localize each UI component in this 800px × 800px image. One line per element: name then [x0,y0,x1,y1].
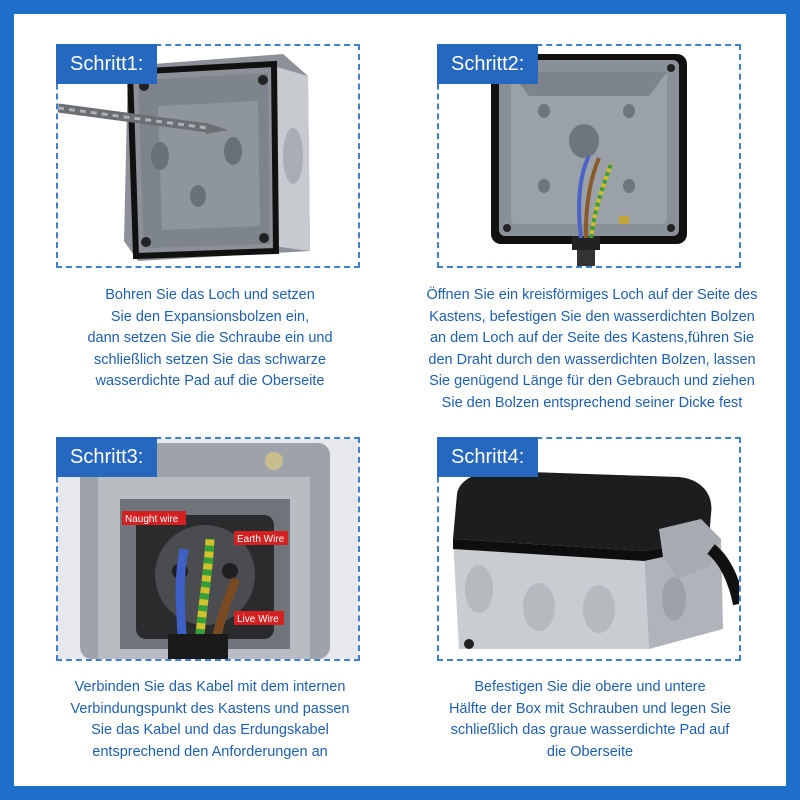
step1-image [56,44,360,268]
earth-wire-label: Earth Wire [237,534,285,545]
step3-badge: Schritt3: [56,437,158,477]
caption-line: entsprechend den Anforderungen an [92,743,328,760]
caption-line: Hälfte der Box mit Schrauben und legen S… [448,700,732,717]
caption-line: Befestigen Sie die obere und untere [474,679,706,695]
step3-image: Naught wire Earth Wire Live Wire [56,437,360,661]
caption-line: wasserdichte Pad auf die Oberseite [95,373,325,389]
neutral-wire-label: Naught wire [125,514,179,525]
step4-image [437,437,741,661]
step3-caption: Verbinden Sie das Kabel mit dem internen… [40,677,380,763]
live-wire-label: Live Wire [237,614,279,625]
caption-line: schließlich das graue wasserdichte Pad a… [450,722,730,738]
step1-caption: Bohren Sie das Loch und setzen Sie den E… [60,285,360,393]
step4-badge: Schritt4: [437,437,539,477]
caption-line: Sie das Kabel und das Erdungskabel [91,722,329,738]
caption-line: dann setzen Sie die Schraube ein und [87,330,333,346]
caption-line: Kastens, befestigen Sie den wasserdichte… [429,308,755,325]
caption-line: die Oberseite [546,743,634,760]
caption-line: Sie den Expansionsbolzen ein, [110,308,310,325]
step4-caption: Befestigen Sie die obere und untere Hälf… [420,677,760,763]
caption-line: an dem Loch auf der Seite des Kastens,fü… [429,330,755,346]
caption-line: Verbinden Sie das Kabel mit dem internen [74,679,346,695]
caption-line: Verbindungspunkt des Kastens und passen [70,700,350,717]
caption-line: schließlich setzen Sie das schwarze [93,351,327,368]
caption-line: Öffnen Sie ein kreisförmiges Loch auf de… [426,287,758,303]
step1-badge: Schritt1: [56,44,158,84]
step2-badge: Schritt2: [437,44,539,84]
step2-caption: Öffnen Sie ein kreisförmiges Loch auf de… [412,285,772,414]
caption-line: den Draht durch den wasserdichten Bolzen… [428,351,756,368]
caption-line: Bohren Sie das Loch und setzen [105,287,315,303]
caption-line: Sie genügend Länge für den Gebrauch und … [429,373,755,389]
caption-line: Sie den Bolzen entsprechend seiner Dicke… [441,394,743,411]
